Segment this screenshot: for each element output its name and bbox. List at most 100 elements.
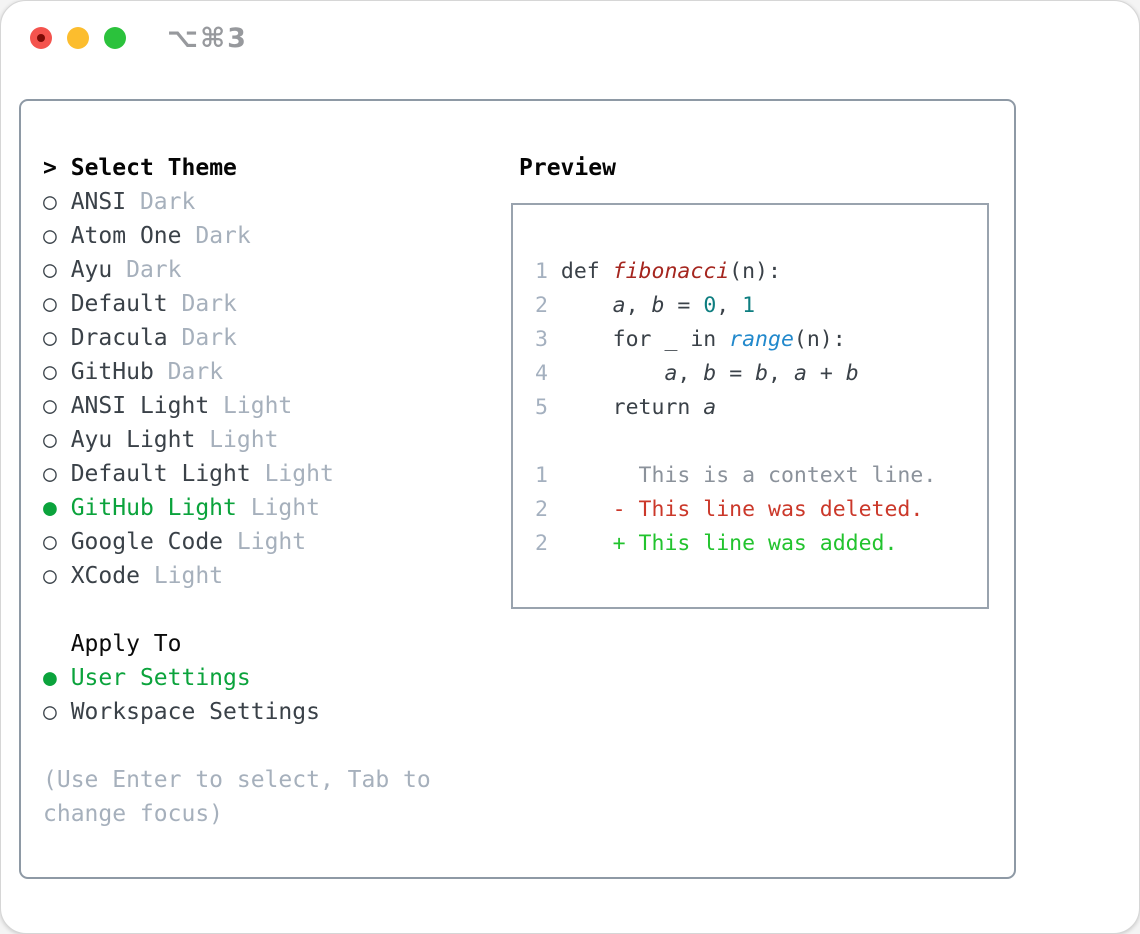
theme-name: Default <box>70 291 168 317</box>
code-token: b <box>703 361 717 386</box>
code-line: 2 a, b = 0, 1 <box>535 289 987 323</box>
apply-option-label: Workspace Settings <box>70 699 320 725</box>
theme-variant-tag: Light <box>250 495 320 521</box>
theme-option-xcode[interactable]: ○ XCode Light <box>43 559 473 593</box>
theme-option-default-light[interactable]: ○ Default Light Light <box>43 457 473 491</box>
cursor-icon: > <box>43 155 57 181</box>
line-number: 1 <box>535 463 561 488</box>
spacer <box>43 593 473 627</box>
theme-name: GitHub <box>70 359 154 385</box>
zoom-button[interactable] <box>104 27 126 49</box>
theme-variant-tag: Dark <box>181 325 237 351</box>
theme-name: Ayu <box>70 257 113 283</box>
code-token: range <box>729 327 794 352</box>
code-token: def <box>560 259 613 284</box>
theme-option-ansi-light[interactable]: ○ ANSI Light Light <box>43 389 473 423</box>
theme-name: Atom One <box>70 223 182 249</box>
code-token: b <box>845 361 859 386</box>
theme-option-github[interactable]: ○ GitHub Dark <box>43 355 473 389</box>
code-line: 2 - This line was deleted. <box>535 493 987 527</box>
theme-variant-tag: Dark <box>139 189 196 215</box>
code-line: 3 for _ in range(n): <box>535 323 987 357</box>
radio-unselected-icon: ○ <box>43 223 71 249</box>
code-token: , <box>625 293 652 318</box>
theme-name: Default Light <box>70 461 251 487</box>
code-token: , <box>716 293 743 318</box>
code-token: , <box>677 361 704 386</box>
theme-selector-column: > Select Theme ○ ANSI Dark○ Atom One Dar… <box>43 151 473 831</box>
theme-name: GitHub Light <box>70 495 237 521</box>
theme-option-dracula[interactable]: ○ Dracula Dark <box>43 321 473 355</box>
code-token: 1 <box>742 293 756 318</box>
code-token: return <box>560 395 704 420</box>
apply-option-label: User Settings <box>70 665 251 691</box>
close-dot-icon <box>37 34 45 42</box>
theme-list: ○ ANSI Dark○ Atom One Dark○ Ayu Dark○ De… <box>43 185 473 593</box>
line-number: 3 <box>535 327 561 352</box>
code-token: 0 <box>703 293 717 318</box>
code-token: for _ in <box>560 327 730 352</box>
code-line: 2 + This line was added. <box>535 527 987 561</box>
radio-unselected-icon: ○ <box>43 393 71 419</box>
theme-name: Google Code <box>70 529 224 555</box>
minimize-button[interactable] <box>67 27 89 49</box>
code-line: 1 def fibonacci(n): <box>535 255 987 289</box>
code-token: , <box>768 361 794 386</box>
theme-name: Ayu Light <box>70 427 196 453</box>
apply-option-user-settings[interactable]: ● User Settings <box>43 661 473 695</box>
line-number: 5 <box>535 395 561 420</box>
select-theme-header: > Select Theme <box>43 151 473 185</box>
theme-option-github-light[interactable]: ● GitHub Light Light <box>43 491 473 525</box>
radio-unselected-icon: ○ <box>43 699 71 725</box>
theme-variant-tag: Light <box>153 563 224 589</box>
radio-unselected-icon: ○ <box>43 427 71 453</box>
radio-unselected-icon: ○ <box>43 529 71 555</box>
code-token: + <box>806 361 846 386</box>
radio-unselected-icon: ○ <box>43 291 71 317</box>
theme-option-ayu-light[interactable]: ○ Ayu Light Light <box>43 423 473 457</box>
radio-unselected-icon: ○ <box>43 325 71 351</box>
theme-name: ANSI <box>70 189 127 215</box>
code-line: 5 return a <box>535 391 987 425</box>
code-token: b <box>651 293 665 318</box>
code-token: (n): <box>793 327 846 352</box>
code-token: + This line was added. <box>560 531 898 556</box>
radio-unselected-icon: ○ <box>43 257 71 283</box>
radio-unselected-icon: ○ <box>43 563 71 589</box>
theme-option-atom-one[interactable]: ○ Atom One Dark <box>43 219 473 253</box>
line-number: 2 <box>535 531 561 556</box>
theme-option-google-code[interactable]: ○ Google Code Light <box>43 525 473 559</box>
hint-text: (Use Enter to select, Tab to change focu… <box>43 767 431 827</box>
theme-option-ayu[interactable]: ○ Ayu Dark <box>43 253 473 287</box>
line-number: 4 <box>535 361 561 386</box>
theme-variant-tag: Light <box>209 427 279 453</box>
code-token <box>561 293 613 318</box>
window-title: ⌥⌘3 <box>167 23 248 54</box>
theme-option-default[interactable]: ○ Default Dark <box>43 287 473 321</box>
code-token: a <box>612 293 626 318</box>
theme-variant-tag: Dark <box>126 257 182 283</box>
code-token: (n): <box>729 259 781 284</box>
line-number: 1 <box>535 259 561 284</box>
code-line: 1 This is a context line. <box>535 459 987 493</box>
code-token: a <box>703 395 717 420</box>
theme-variant-tag: Dark <box>167 359 224 385</box>
theme-variant-tag: Dark <box>181 291 237 317</box>
theme-variant-tag: Light <box>236 529 307 555</box>
code-token: = <box>716 361 756 386</box>
theme-option-ansi[interactable]: ○ ANSI Dark <box>43 185 473 219</box>
apply-option-workspace-settings[interactable]: ○ Workspace Settings <box>43 695 473 729</box>
radio-selected-icon: ● <box>43 665 71 691</box>
code-token: a <box>793 361 807 386</box>
code-token: This is a context line. <box>560 463 937 488</box>
main-panel: > Select Theme ○ ANSI Dark○ Atom One Dar… <box>19 99 1016 879</box>
theme-name: Dracula <box>70 325 168 351</box>
close-button[interactable] <box>30 27 52 49</box>
select-theme-title: Select Theme <box>70 155 237 181</box>
radio-selected-icon: ● <box>43 495 71 521</box>
apply-to-header: Apply To <box>70 631 182 657</box>
theme-variant-tag: Light <box>223 393 293 419</box>
theme-name: XCode <box>70 563 140 589</box>
